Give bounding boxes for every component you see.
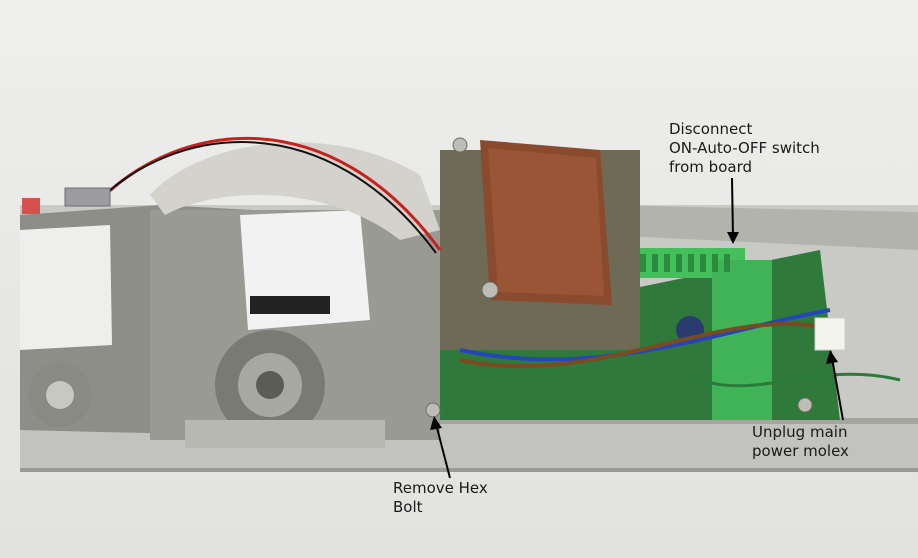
callout-remove-bolt: Remove Hex Bolt [393, 479, 488, 516]
serial-port [64, 187, 111, 207]
green-wire [699, 372, 901, 388]
arrow-molex [831, 357, 844, 421]
housing-back-wall [600, 205, 918, 250]
arrow-bolt [435, 423, 451, 479]
callout-disconnect-switch: Disconnect ON-Auto-OFF switch from board [669, 120, 820, 176]
hex-bolt [425, 402, 441, 418]
callout-unplug-molex: Unplug main power molex [752, 423, 849, 460]
brown-wire [459, 321, 836, 369]
side-label [20, 225, 112, 350]
molex-connector [814, 317, 846, 351]
bracket-plate [185, 420, 385, 448]
terminal-block-right [712, 260, 772, 420]
ribbon-cable [150, 142, 440, 240]
arrow-switch [731, 177, 734, 239]
blue-wire [459, 308, 831, 362]
